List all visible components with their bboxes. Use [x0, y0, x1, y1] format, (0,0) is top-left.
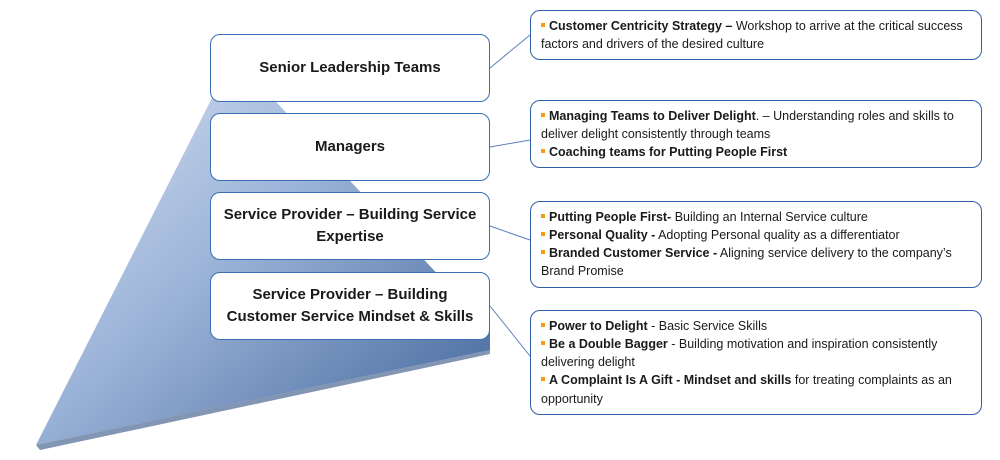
bullet-title: Putting People First-: [549, 210, 672, 224]
bullet-icon: [541, 249, 545, 254]
connector-line-4: [489, 305, 531, 357]
bullet-title: Managing Teams to Deliver Delight: [549, 109, 756, 123]
description-box-3: Putting People First- Building an Intern…: [530, 201, 982, 288]
bullet-title: Customer Centricity Strategy –: [549, 19, 736, 33]
bullet-item: Personal Quality - Adopting Personal qua…: [541, 226, 971, 244]
connector-line-2: [489, 139, 531, 148]
level-label: Service Provider – Building Service Expe…: [223, 206, 477, 245]
bullet-title: Personal Quality -: [549, 228, 656, 243]
bullet-title: Branded Customer Service -: [549, 246, 718, 261]
description-box-2: Managing Teams to Deliver Delight. – Und…: [530, 100, 982, 169]
connector-line-1: [489, 34, 531, 69]
bullet-item: A Complaint Is A Gift - Mindset and skil…: [541, 371, 971, 407]
bullet-title: Power to Delight: [549, 319, 648, 333]
bullet-title: Coaching teams for Putting People First: [549, 145, 788, 160]
bullet-icon: [541, 112, 545, 117]
level-label: Service Provider – Building Customer Ser…: [226, 286, 474, 325]
bullet-title: Be a Double Bagger: [549, 337, 668, 352]
bullet-icon: [541, 213, 545, 218]
bullet-item: Customer Centricity Strategy – Workshop …: [541, 17, 971, 53]
bullet-item: Power to Delight - Basic Service Skills: [541, 317, 971, 335]
level-box-managers: Managers: [210, 113, 490, 181]
bullet-icon: [541, 231, 545, 236]
bullet-icon: [541, 148, 545, 153]
pyramid-edge: [36, 350, 490, 450]
level-box-senior-leadership: Senior Leadership Teams: [210, 34, 490, 102]
description-box-4: Power to Delight - Basic Service Skills …: [530, 310, 982, 415]
bullet-item: Putting People First- Building an Intern…: [541, 208, 971, 226]
description-box-1: Customer Centricity Strategy – Workshop …: [530, 10, 982, 61]
bullet-text: Workshop to arrive at the critical succe…: [541, 19, 963, 52]
bullet-text: . – Understanding roles and skills to de…: [541, 109, 954, 142]
bullet-text: - Basic Service Skills: [647, 319, 768, 333]
bullet-text: Building an Internal Service culture: [671, 210, 868, 224]
bullet-item: Coaching teams for Putting People First: [541, 143, 971, 161]
level-label: Managers: [314, 138, 386, 156]
bullet-icon: [541, 340, 545, 345]
level-label: Senior Leadership Teams: [259, 59, 441, 77]
connector-line-3: [489, 225, 531, 241]
level-box-customer-service-mindset: Service Provider – Building Customer Ser…: [210, 272, 490, 340]
bullet-item: Managing Teams to Deliver Delight. – Und…: [541, 107, 971, 143]
bullet-text: Adopting Personal quality as a different…: [655, 228, 900, 243]
bullet-title: A Complaint Is A Gift - Mindset and skil…: [549, 373, 792, 388]
bullet-icon: [541, 322, 545, 327]
bullet-text: - Building motivation and inspiration co…: [541, 337, 938, 370]
bullet-text: for treating complaints as an opportunit…: [541, 373, 952, 406]
bullet-icon: [541, 377, 545, 382]
bullet-icon: [541, 22, 545, 27]
bullet-item: Be a Double Bagger - Building motivation…: [541, 335, 971, 371]
bullet-item: Branded Customer Service - Aligning serv…: [541, 244, 971, 280]
level-box-service-expertise: Service Provider – Building Service Expe…: [210, 192, 490, 260]
bullet-text: Aligning service delivery to the company…: [541, 246, 952, 279]
